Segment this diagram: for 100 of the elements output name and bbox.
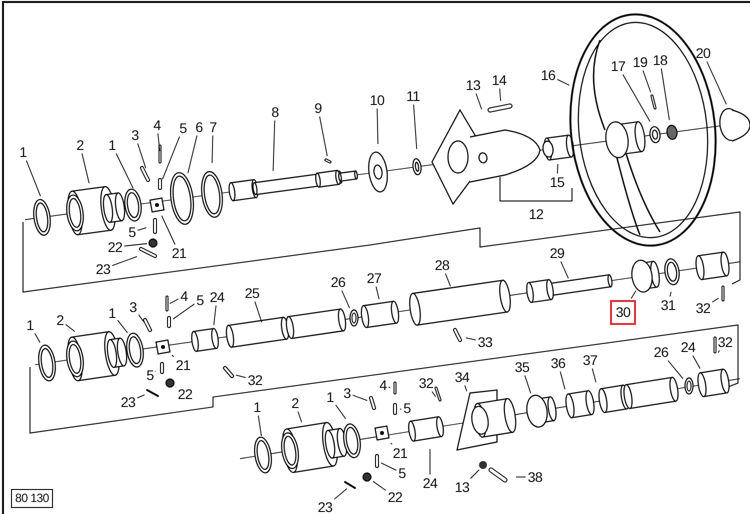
leader-line <box>465 337 476 340</box>
callout-number: 2 <box>75 138 85 152</box>
callout-number: 5 <box>195 292 205 308</box>
leader-line <box>660 68 670 120</box>
callout-number: 1 <box>252 400 262 414</box>
callout-number: 13 <box>464 78 482 92</box>
leader-line <box>668 360 684 380</box>
callout-number: 18 <box>652 52 668 68</box>
pin-part <box>138 246 158 259</box>
leader-line <box>235 374 246 378</box>
cross-block-part <box>155 339 171 355</box>
leader-line <box>116 153 134 189</box>
leader-line <box>26 160 41 197</box>
callout-number: 3 <box>130 128 140 142</box>
leader-line <box>556 79 570 86</box>
callout-number: 24 <box>680 340 696 354</box>
callout-number: 1 <box>325 390 335 404</box>
callout-number: 4 <box>179 288 189 304</box>
leader-line <box>172 304 195 320</box>
leader-line <box>272 120 276 172</box>
leader-line <box>718 350 720 354</box>
leader-line <box>352 394 368 402</box>
leader-line <box>556 164 558 174</box>
leader-line <box>692 355 700 369</box>
leader-line <box>298 411 302 423</box>
leader-line <box>138 314 144 322</box>
leader-line <box>376 108 378 144</box>
nut-part <box>362 472 372 482</box>
callout-number: 20 <box>694 46 712 60</box>
callout-number: 23 <box>316 500 334 514</box>
leader-line <box>670 291 672 297</box>
nut-part <box>165 378 175 388</box>
callout-number: 4 <box>378 378 388 392</box>
callout-number: 32 <box>418 376 434 390</box>
leader-line <box>706 61 727 105</box>
leader-line <box>592 368 596 383</box>
callout-number: 3 <box>128 300 138 314</box>
leader-line <box>213 305 216 326</box>
callout-number: 5 <box>145 368 155 382</box>
pin-part <box>374 453 380 469</box>
callout-number: 5 <box>178 120 188 136</box>
leader-line <box>341 290 350 308</box>
leader-line <box>413 104 418 150</box>
leader-line <box>524 375 532 394</box>
callout-number: 5 <box>397 466 407 480</box>
ring-part <box>684 377 694 395</box>
callout-number: 37 <box>582 352 598 368</box>
nut-part <box>148 238 158 248</box>
callout-number: 13 <box>454 480 470 494</box>
leader-line <box>499 88 502 102</box>
leader-line <box>399 408 402 410</box>
callout-number: 22 <box>176 386 194 402</box>
leader-line <box>212 135 214 164</box>
callout-number: 17 <box>610 58 626 74</box>
callout-number: 22 <box>106 240 124 254</box>
callout-number: 1 <box>107 306 117 320</box>
callout-number: 1 <box>25 318 35 332</box>
callout-number: 33 <box>476 334 494 350</box>
callout-number: 14 <box>490 72 508 88</box>
leader-line <box>464 385 468 392</box>
callout-number: 27 <box>366 270 382 286</box>
leader-line <box>187 135 198 174</box>
leader-line <box>169 298 179 304</box>
callout-number: 30 <box>610 300 636 324</box>
callout-number: 16 <box>540 68 556 82</box>
leader-line <box>136 394 146 398</box>
callout-number: 4 <box>152 118 162 132</box>
leader-line <box>172 354 174 358</box>
callout-number: 3 <box>342 386 352 400</box>
leader-line <box>560 371 566 390</box>
callout-number: 32 <box>716 334 734 350</box>
leader-line <box>82 153 90 184</box>
callout-number: 35 <box>514 360 530 374</box>
callout-number: 8 <box>270 104 280 120</box>
callout-number: 5 <box>402 400 412 416</box>
callout-number: 23 <box>120 394 136 410</box>
leader-line <box>112 256 138 266</box>
callout-number: 1 <box>18 144 28 160</box>
callout-number: 7 <box>208 120 218 134</box>
callout-number: 21 <box>392 446 408 460</box>
callout-number: 24 <box>422 476 438 490</box>
leader-line <box>334 488 348 500</box>
leader-line <box>560 261 569 279</box>
callout-number: 34 <box>454 370 470 384</box>
leader-line <box>124 243 148 246</box>
leader-line <box>254 301 262 323</box>
callout-number: 28 <box>434 258 450 272</box>
callout-number: 2 <box>55 312 65 328</box>
leader-line <box>630 290 636 299</box>
leader-line <box>622 74 650 122</box>
callout-number: 38 <box>526 470 544 484</box>
callout-number: 29 <box>548 246 566 260</box>
callout-number: 1 <box>107 138 117 152</box>
leader-line <box>390 442 393 445</box>
leader-line <box>319 116 328 157</box>
leader-line <box>161 215 176 245</box>
callout-number: 6 <box>194 120 204 134</box>
leader-line <box>65 324 76 332</box>
leader-line <box>137 227 147 231</box>
leader-line <box>258 415 262 436</box>
